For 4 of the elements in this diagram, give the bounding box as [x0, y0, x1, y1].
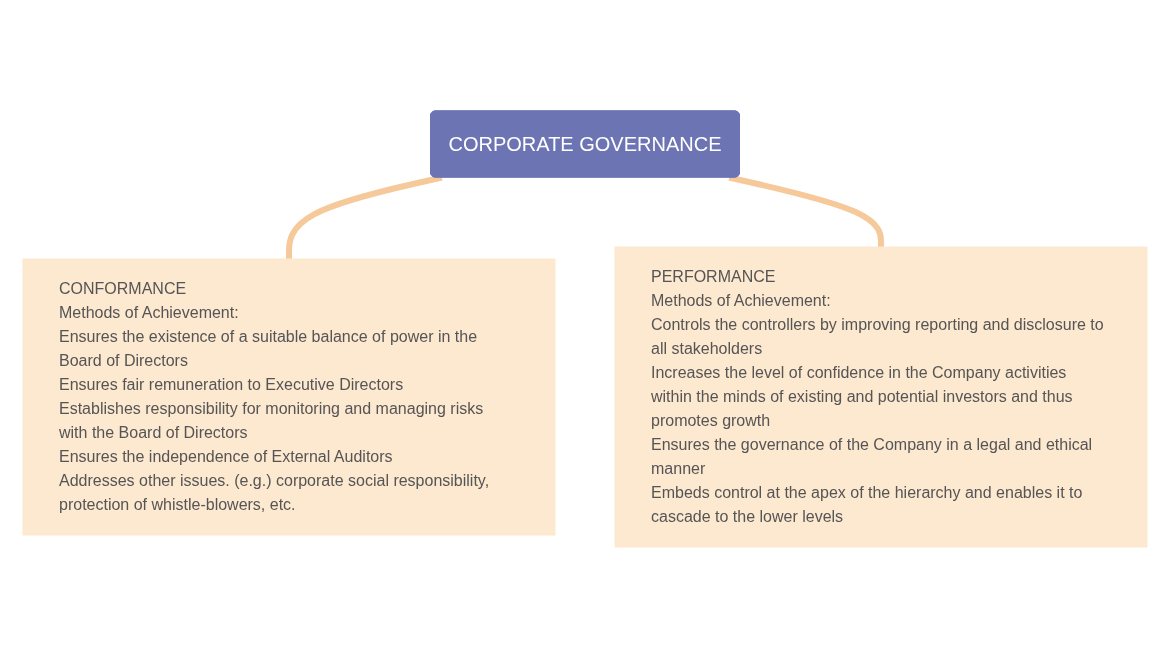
node-box: PERFORMANCE Methods of Achievement: Controls the controllers by improving reporting and disclosure to all stakeholders Increases the level of confidence in the Company activities within the minds of existing and potential investors and thus promotes growth Ensures the governance of the Company in a legal and ethical manner Embeds control at the apex of the hierarchy and enables it to cascade to the lower levels: [614, 246, 1148, 547]
connector: [286, 174, 443, 259]
node-box: CONFORMANCE Methods of Achievement: Ensures the existence of a suitable balance of power in the Board of Directors Ensures fair remuneration to Executive Directors Establishes responsibility for monitoring and managing risks with the Board of Directors Ensures the independence of External Auditors Addresses other issues. (e.g.) corporate social responsibility, protection of whistle-blowers, etc.: [22, 258, 556, 535]
connector: [728, 174, 884, 247]
